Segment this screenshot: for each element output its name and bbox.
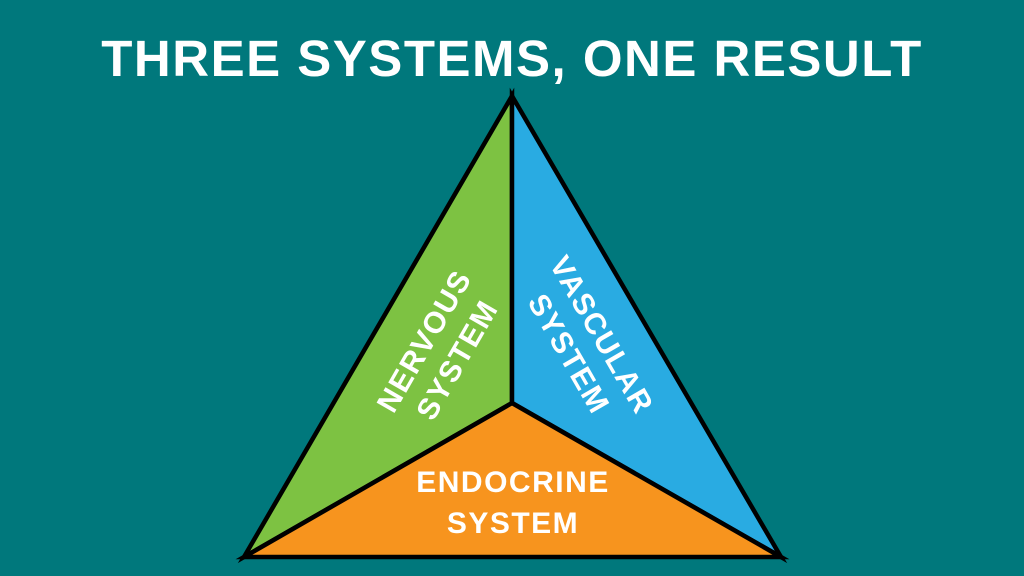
- endocrine-system-label: ENDOCRINE SYSTEM: [416, 466, 610, 540]
- endocrine-system-section: [235, 400, 790, 560]
- page-title: THREE SYSTEMS, ONE RESULT: [101, 30, 922, 87]
- endocrine-system-label-line1: ENDOCRINE: [416, 466, 610, 499]
- endocrine-system-label-line2: SYSTEM: [447, 507, 579, 540]
